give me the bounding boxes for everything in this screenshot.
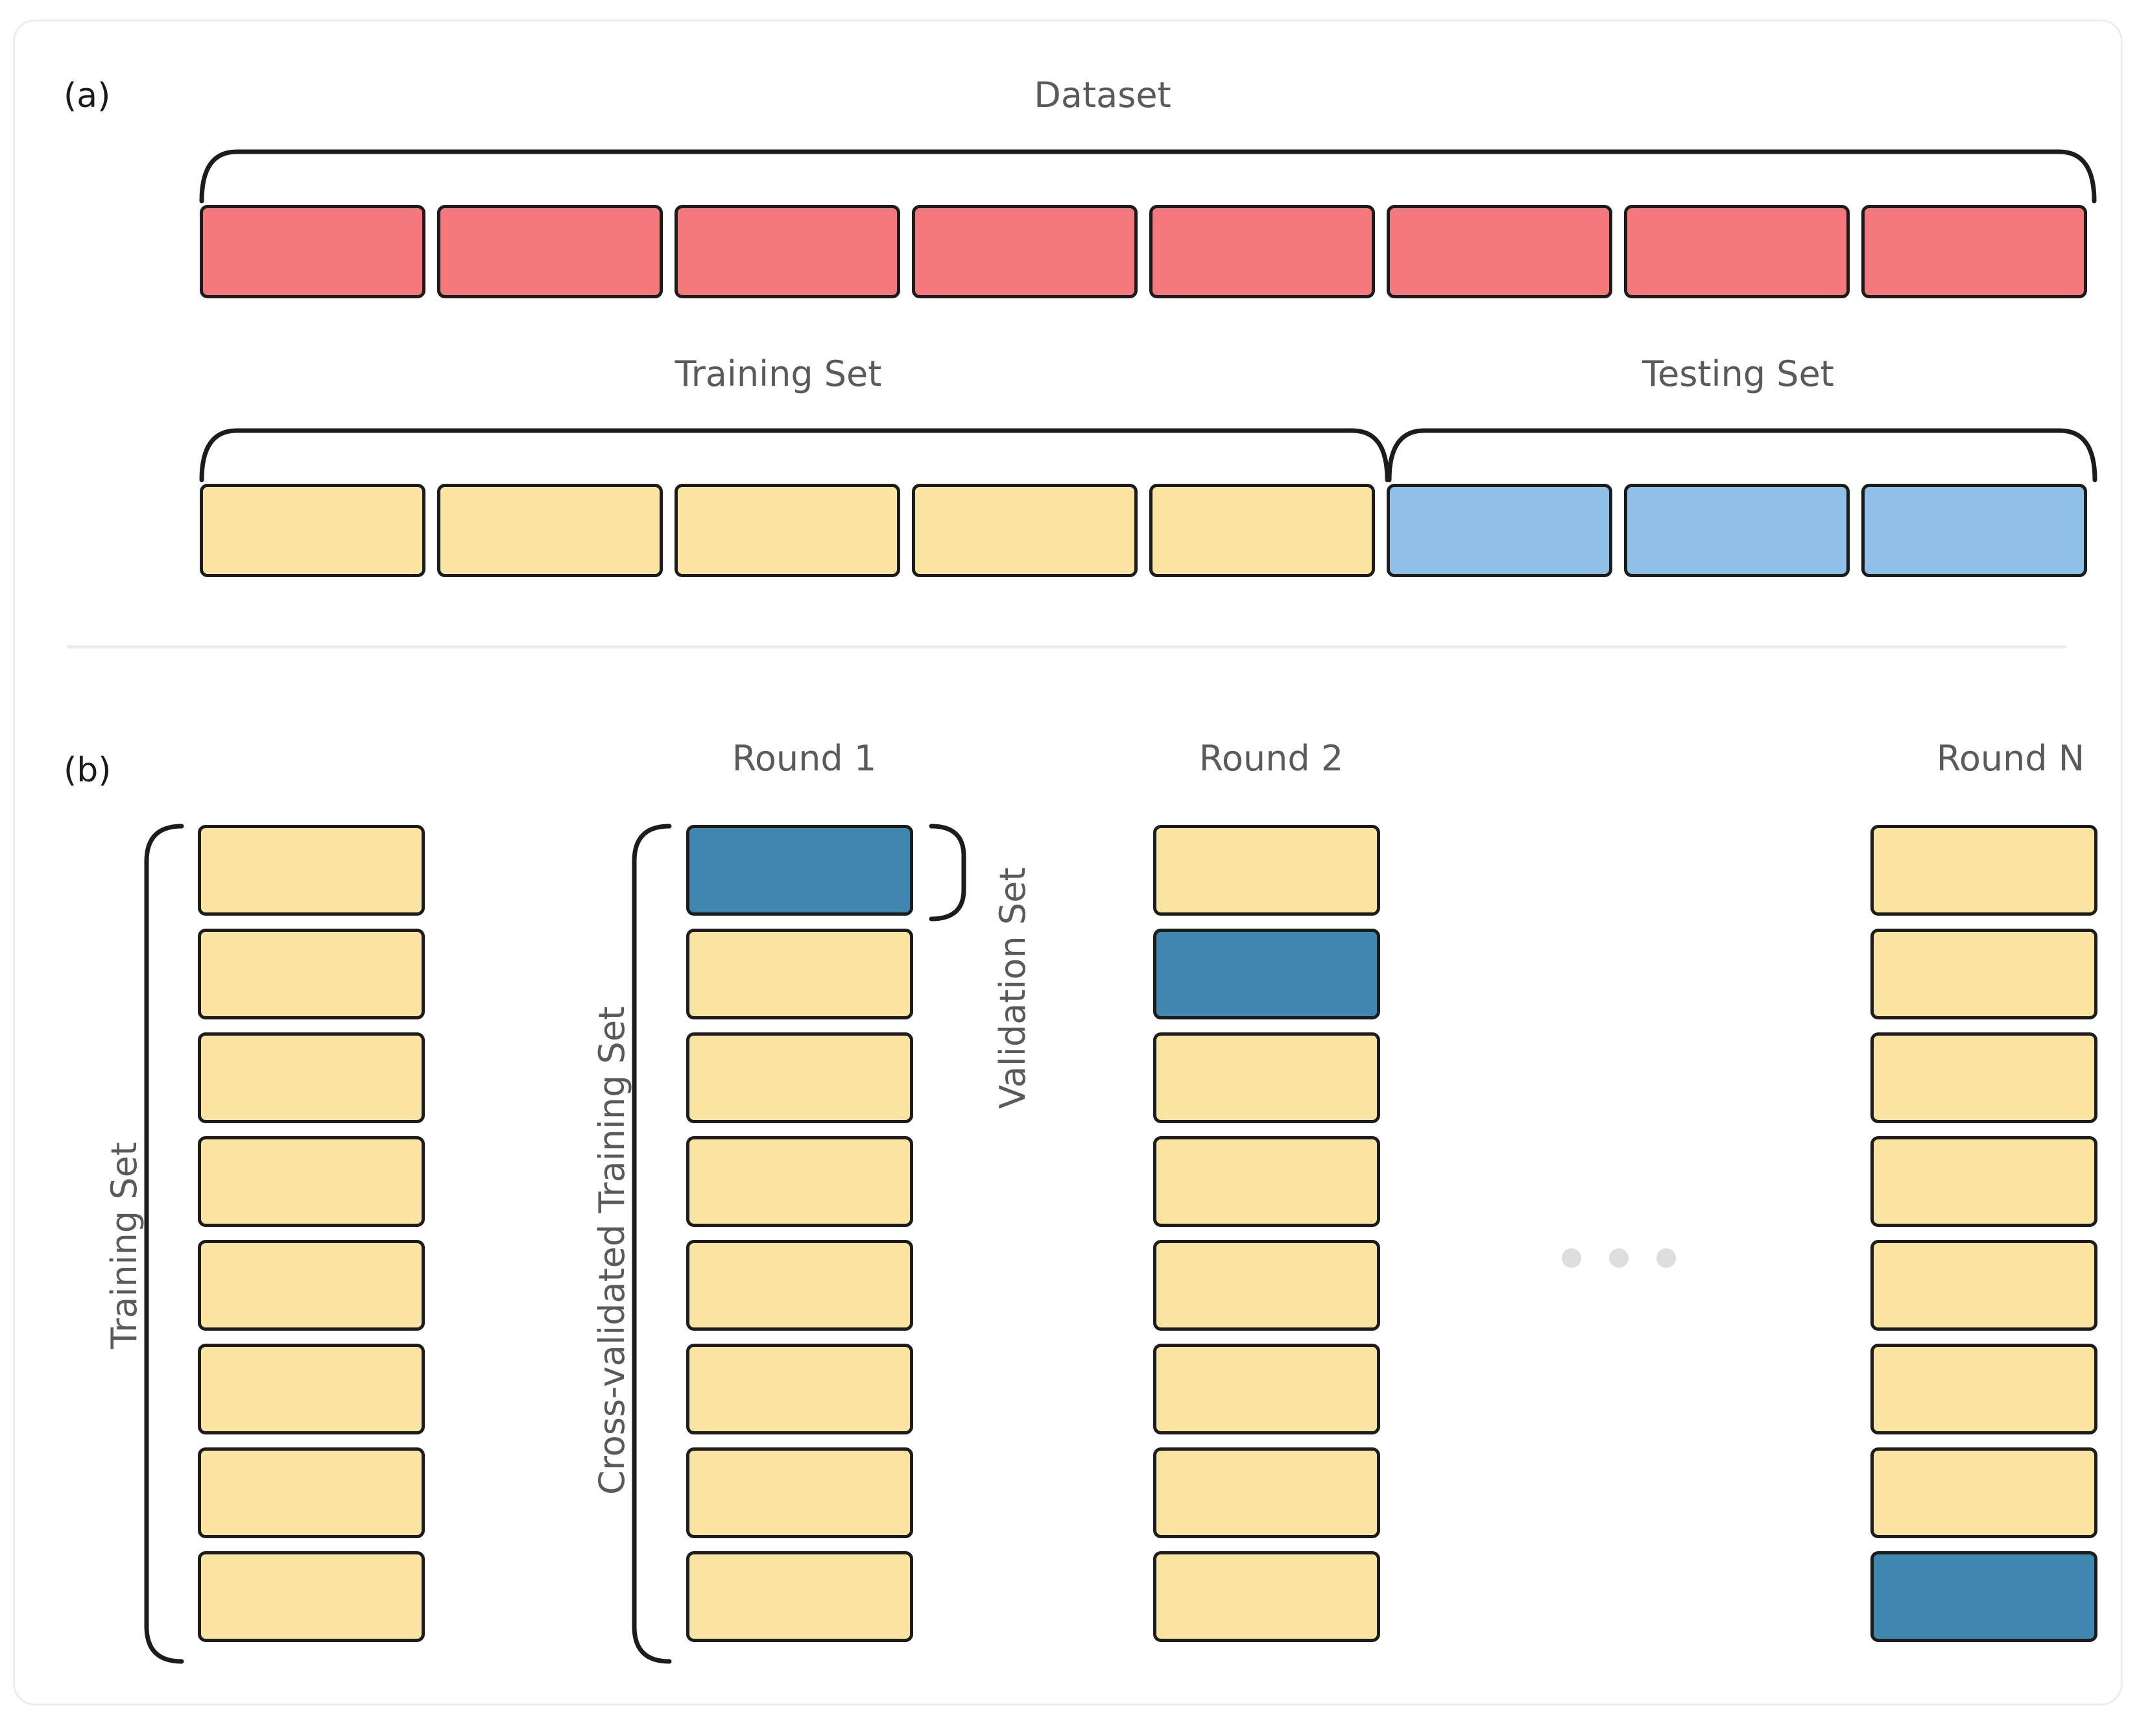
- round-n-label: Round N: [1936, 738, 2085, 779]
- training-block: [912, 484, 1138, 577]
- fold-block: [1153, 1551, 1380, 1642]
- training-set-bracket-b: [141, 822, 187, 1665]
- fold-block: [1870, 1447, 2097, 1538]
- testing-set-label-a: Testing Set: [1642, 353, 1834, 394]
- dataset-brace: [198, 143, 2098, 205]
- validation-fold-block: [686, 825, 913, 916]
- validation-set-bracket: [926, 822, 972, 923]
- validation-fold-block: [1870, 1551, 2097, 1642]
- dataset-block: [200, 205, 425, 298]
- fold-block: [686, 1032, 913, 1123]
- fold-block: [1153, 1136, 1380, 1227]
- dataset-label: Dataset: [1034, 75, 1171, 115]
- training-block: [675, 484, 900, 577]
- fold-block: [1870, 1344, 2097, 1434]
- fold-block: [198, 929, 425, 1019]
- fold-block: [198, 1136, 425, 1227]
- validation-fold-block: [1153, 929, 1380, 1019]
- fold-block: [686, 1240, 913, 1331]
- cross-validated-training-set-bracket: [629, 822, 675, 1665]
- training-set-brace: [198, 422, 1391, 484]
- panel-divider: [67, 645, 2066, 648]
- ellipsis-dot: [1562, 1248, 1581, 1268]
- fold-block: [198, 1344, 425, 1434]
- fold-block: [198, 1032, 425, 1123]
- ellipsis-dot: [1609, 1248, 1629, 1268]
- fold-block: [686, 1447, 913, 1538]
- dataset-block: [912, 205, 1138, 298]
- round-1-label: Round 1: [732, 738, 877, 779]
- training-block: [200, 484, 425, 577]
- testing-block: [1861, 484, 2087, 577]
- fold-block: [198, 1447, 425, 1538]
- validation-set-label: Validation Set: [992, 867, 1033, 1110]
- fold-block: [686, 929, 913, 1019]
- dataset-block: [1149, 205, 1375, 298]
- fold-block: [1870, 1032, 2097, 1123]
- dataset-block: [1624, 205, 1850, 298]
- cross-validated-training-set-label: Cross-validated Training Set: [591, 1006, 632, 1495]
- fold-block: [686, 1551, 913, 1642]
- training-set-label-b: Training Set: [104, 1142, 145, 1349]
- testing-block: [1624, 484, 1850, 577]
- round-2-label: Round 2: [1199, 738, 1344, 779]
- panel-b-tag: (b): [64, 751, 112, 790]
- ellipsis-indicator: [1562, 1248, 1676, 1268]
- dataset-block: [675, 205, 900, 298]
- fold-block: [1153, 1240, 1380, 1331]
- training-set-label-a: Training Set: [675, 353, 882, 394]
- testing-block: [1387, 484, 1612, 577]
- fold-block: [198, 1551, 425, 1642]
- fold-block: [1153, 1032, 1380, 1123]
- fold-block: [1870, 1240, 2097, 1331]
- fold-block: [1153, 1344, 1380, 1434]
- testing-set-brace: [1385, 422, 2099, 484]
- fold-block: [686, 1344, 913, 1434]
- fold-block: [1153, 1447, 1380, 1538]
- dataset-block: [437, 205, 663, 298]
- fold-block: [1870, 1136, 2097, 1227]
- fold-block: [686, 1136, 913, 1227]
- training-block: [1149, 484, 1375, 577]
- fold-block: [1870, 825, 2097, 916]
- fold-block: [198, 825, 425, 916]
- fold-block: [198, 1240, 425, 1331]
- fold-block: [1153, 825, 1380, 916]
- panel-a-tag: (a): [64, 77, 111, 115]
- ellipsis-dot: [1656, 1248, 1676, 1268]
- training-block: [437, 484, 663, 577]
- dataset-block: [1861, 205, 2087, 298]
- dataset-block: [1387, 205, 1612, 298]
- fold-block: [1870, 929, 2097, 1019]
